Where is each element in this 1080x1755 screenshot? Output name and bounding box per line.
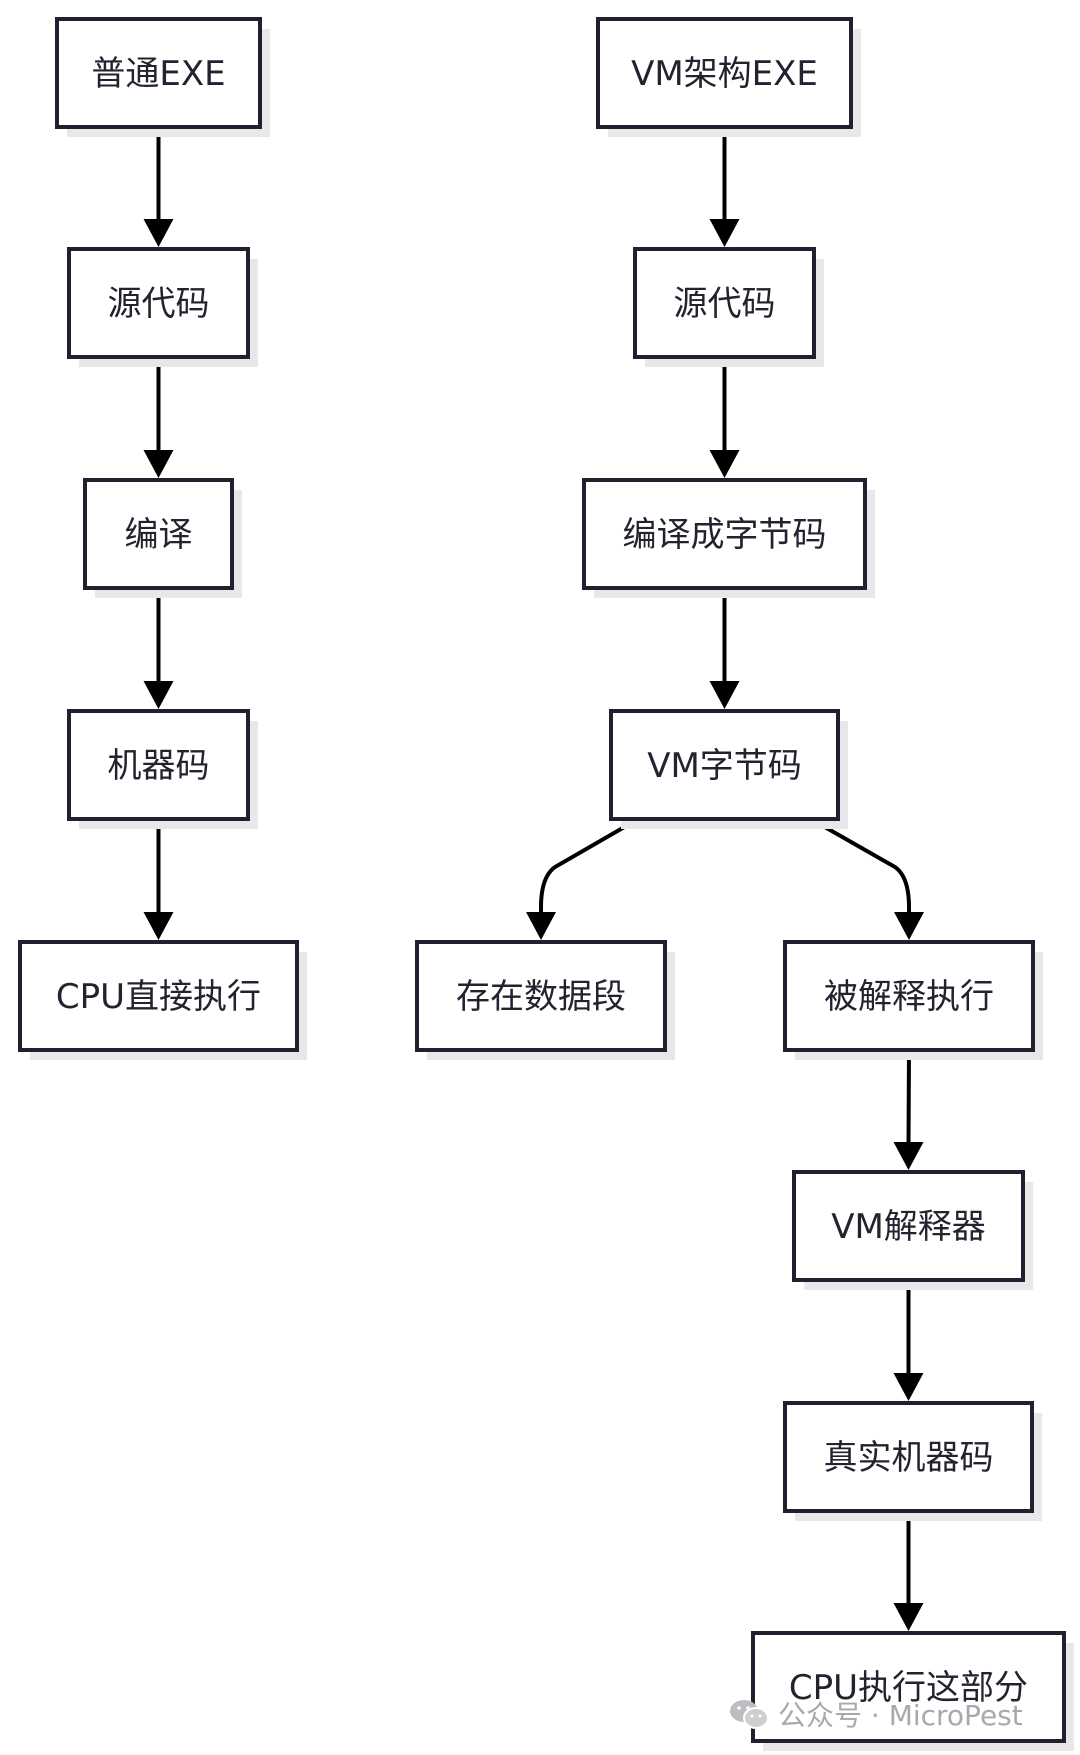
edge-arrowhead: [893, 1373, 924, 1401]
node-label: CPU直接执行: [56, 977, 261, 1017]
node-interpreted: 被解释执行: [783, 940, 1043, 1060]
edge-arrowhead: [526, 912, 556, 940]
edge-src-right-to-compile-bytecode: [709, 357, 740, 478]
node-box: [582, 478, 867, 590]
edge-arrowhead: [709, 219, 740, 247]
edge-arrowhead: [143, 450, 174, 478]
edge-arrowhead: [143, 681, 174, 709]
edge-exe-vm-to-src-right: [709, 127, 740, 247]
edge-arrowhead: [709, 450, 740, 478]
edge-arrowhead: [143, 912, 174, 940]
node-box: [751, 1631, 1066, 1743]
node-box: [18, 940, 299, 1052]
node-box: [415, 940, 667, 1052]
node-src-left: 源代码: [67, 247, 258, 367]
edge-machine-code-to-cpu-direct: [143, 819, 174, 940]
node-exe-normal: 普通EXE: [55, 17, 270, 137]
node-label: 存在数据段: [456, 977, 626, 1017]
node-label: 编译: [125, 515, 193, 555]
node-box: [55, 17, 262, 129]
edge-arrowhead: [709, 681, 740, 709]
node-box: [783, 1401, 1034, 1513]
node-label: 源代码: [108, 284, 210, 324]
edge-arrowhead: [143, 219, 174, 247]
node-compile: 编译: [83, 478, 242, 598]
node-label: VM解释器: [831, 1207, 986, 1247]
node-label: 编译成字节码: [623, 515, 827, 555]
node-compile-bytecode: 编译成字节码: [582, 478, 875, 598]
node-label: 机器码: [108, 746, 210, 786]
edge-arrowhead: [893, 1142, 924, 1170]
edge-exe-normal-to-src-left: [143, 127, 174, 247]
edge-vm-bytecode-to-interpreted: [809, 817, 924, 940]
node-box: [67, 709, 250, 821]
node-label: 真实机器码: [824, 1438, 994, 1478]
node-label: 源代码: [674, 284, 776, 324]
node-label: CPU执行这部分: [789, 1668, 1028, 1708]
edges-layer: [143, 127, 924, 1631]
edge-compile-to-machine-code: [143, 588, 174, 709]
node-box: [83, 478, 234, 590]
node-vm-bytecode: VM字节码: [609, 709, 848, 829]
node-box: [67, 247, 250, 359]
node-label: 被解释执行: [824, 977, 994, 1017]
node-data-segment: 存在数据段: [415, 940, 675, 1060]
edge-vm-bytecode-to-data-segment: [526, 817, 640, 940]
node-box: [783, 940, 1035, 1052]
node-label: VM字节码: [647, 746, 802, 786]
node-real-machine-code: 真实机器码: [783, 1401, 1042, 1521]
node-box: [633, 247, 816, 359]
node-box: [792, 1170, 1025, 1282]
edge-line: [906, 1049, 911, 1147]
edge-interpreted-to-vm-interpreter: [893, 1049, 924, 1170]
node-box: [596, 17, 853, 129]
node-vm-interpreter: VM解释器: [792, 1170, 1033, 1290]
node-exe-vm: VM架构EXE: [596, 17, 861, 137]
node-cpu-direct: CPU直接执行: [18, 940, 307, 1060]
node-box: [609, 709, 840, 821]
node-cpu-execute-part: CPU执行这部分: [751, 1631, 1074, 1751]
edge-line: [809, 817, 911, 916]
node-label: 普通EXE: [91, 54, 225, 94]
node-src-right: 源代码: [633, 247, 824, 367]
node-machine-code: 机器码: [67, 709, 258, 829]
edge-arrowhead: [894, 912, 924, 940]
edge-vm-interpreter-to-real-machine-code: [893, 1280, 924, 1401]
edge-arrowhead: [893, 1603, 924, 1631]
node-label: VM架构EXE: [631, 54, 818, 94]
edge-src-left-to-compile: [143, 357, 174, 478]
edge-compile-bytecode-to-vm-bytecode: [709, 588, 740, 709]
edge-line: [539, 817, 640, 916]
edge-real-machine-code-to-cpu-execute-part: [893, 1511, 924, 1631]
